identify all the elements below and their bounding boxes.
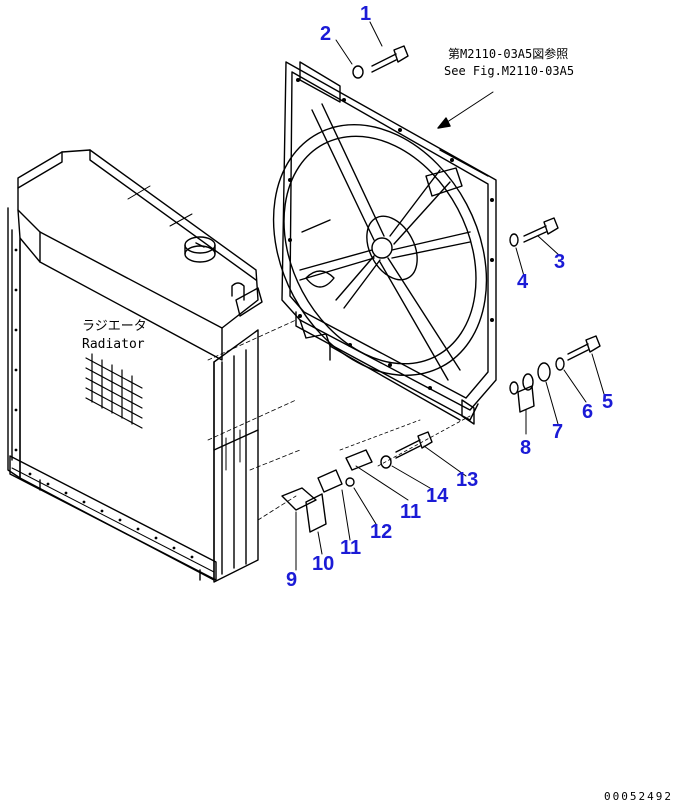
radiator-label-en: Radiator xyxy=(82,337,145,352)
callout-9: 9 xyxy=(286,569,297,591)
cushion-7 xyxy=(537,362,551,382)
callout-8: 8 xyxy=(520,437,531,459)
plate-10 xyxy=(305,493,327,533)
nut-12 xyxy=(345,477,355,487)
radiator xyxy=(7,149,263,583)
bolt-5 xyxy=(567,335,601,361)
plate-8 xyxy=(517,385,535,413)
callout-3: 3 xyxy=(554,251,565,273)
callout-10: 10 xyxy=(312,553,334,575)
bolt-1 xyxy=(371,45,409,73)
washer-4 xyxy=(509,233,519,247)
washer-6b xyxy=(509,381,519,395)
callout-6: 6 xyxy=(582,401,593,423)
reference-note-en: See Fig.M2110-03A5 xyxy=(444,64,574,78)
bracket-9 xyxy=(281,487,317,511)
callout-14: 14 xyxy=(426,485,449,507)
callout-1: 1 xyxy=(360,3,371,25)
callout-12: 12 xyxy=(370,521,392,543)
document-number: 00052492 xyxy=(604,790,673,803)
callout-11-lower: 11 xyxy=(340,537,361,559)
fan-shroud xyxy=(272,61,497,425)
bolt-3 xyxy=(523,217,559,243)
washer-14 xyxy=(380,455,392,469)
radiator-label-jp: ラジエータ xyxy=(82,319,147,334)
plate-11a xyxy=(345,449,373,471)
cushion-7b xyxy=(522,373,534,391)
callout-7: 7 xyxy=(552,421,563,443)
plate-11b xyxy=(317,469,343,493)
washer-2 xyxy=(352,65,364,79)
washer-6 xyxy=(555,357,565,371)
reference-note-jp: 第M2110-03A5図参照 xyxy=(448,46,568,61)
bolt-13 xyxy=(395,431,433,459)
callout-13: 13 xyxy=(456,469,478,491)
callout-4: 4 xyxy=(517,271,529,293)
callout-5: 5 xyxy=(602,391,613,413)
callout-11-upper: 11 xyxy=(400,501,421,523)
callout-2: 2 xyxy=(320,23,331,45)
